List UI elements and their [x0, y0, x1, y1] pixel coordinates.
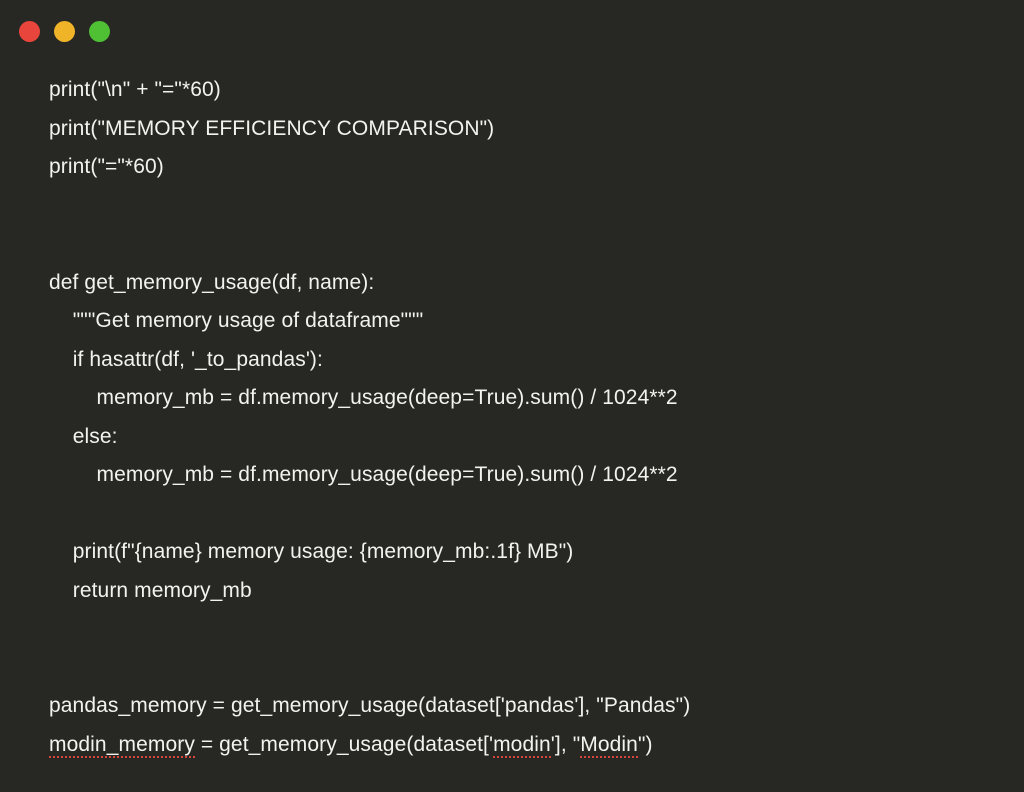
code-line: memory_mb = df.memory_usage(deep=True).s… [49, 463, 678, 486]
code-line: print("MEMORY EFFICIENCY COMPARISON") [49, 116, 495, 140]
code-line: print("\n" + "="*60) [49, 78, 221, 101]
code-line: return memory_mb [49, 578, 252, 602]
misspelled-word: Modin [580, 726, 638, 765]
code-line: def get_memory_usage(df, name): [49, 270, 375, 294]
code-line: """Get memory usage of dataframe""" [49, 309, 424, 332]
code-line-blank [49, 495, 1024, 534]
code-editor-area[interactable]: print("\n" + "="*60) print("MEMORY EFFICI… [0, 62, 1024, 792]
code-line: memory_mb = df.memory_usage(deep=True).s… [49, 386, 678, 409]
code-line: pandas_memory = get_memory_usage(dataset… [49, 694, 691, 717]
close-window-button[interactable] [19, 20, 40, 42]
code-line-blank [49, 649, 1024, 688]
code-text: ") [637, 732, 653, 756]
misspelled-word: modin_memory [49, 726, 195, 765]
code-line-blank [49, 187, 1024, 226]
code-line-blank [49, 610, 1024, 649]
maximize-window-button[interactable] [89, 20, 110, 42]
code-text: '], " [550, 732, 581, 756]
misspelled-word: modin [493, 726, 551, 765]
code-text: = get_memory_usage(dataset[' [194, 732, 494, 756]
code-line: else: [49, 424, 118, 448]
code-line: if hasattr(df, '_to_pandas'): [49, 347, 323, 371]
code-line: print(f"{name} memory usage: {memory_mb:… [49, 540, 574, 563]
minimize-window-button[interactable] [54, 20, 75, 42]
code-line-blank [49, 225, 1024, 264]
code-line: print("="*60) [49, 155, 164, 178]
window-titlebar [0, 0, 1024, 62]
code-line: modin_memory = get_memory_usage(dataset[… [49, 726, 1024, 765]
